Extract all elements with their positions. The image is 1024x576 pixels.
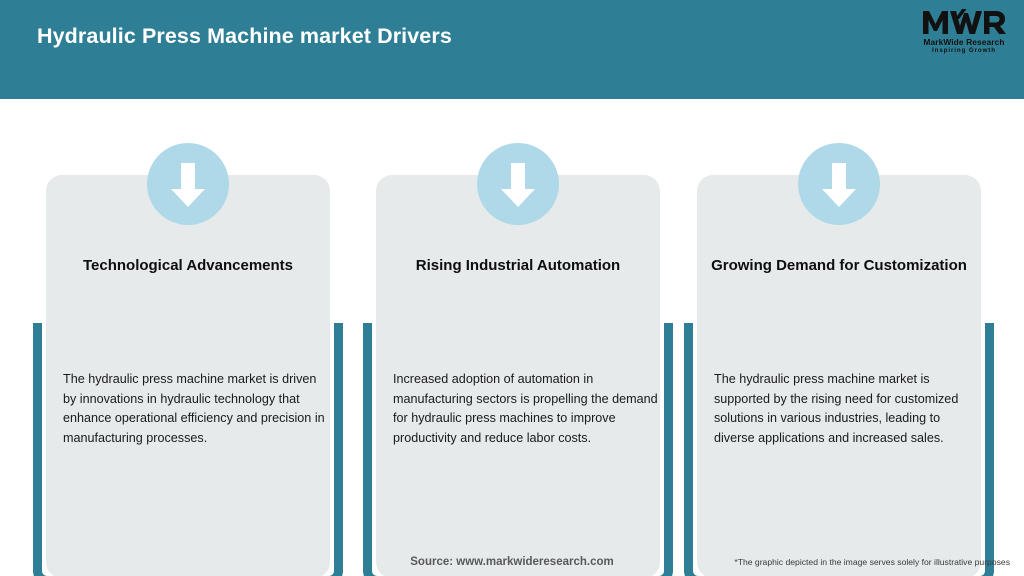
header-band: Hydraulic Press Machine market Drivers M… bbox=[0, 0, 1024, 99]
logo-company-name: MarkWide Research bbox=[923, 37, 1005, 47]
cards-area: Technological Advancements The hydraulic… bbox=[0, 99, 1024, 576]
arrow-down-icon bbox=[147, 143, 229, 225]
driver-card[interactable]: Technological Advancements The hydraulic… bbox=[33, 143, 343, 576]
card-panel bbox=[46, 175, 330, 576]
arrow-down-icon bbox=[477, 143, 559, 225]
card-accent-frame bbox=[33, 323, 343, 576]
card-panel bbox=[376, 175, 660, 576]
arrow-down-icon bbox=[798, 143, 880, 225]
card-body: The hydraulic press machine market is dr… bbox=[63, 372, 325, 445]
card-title: Growing Demand for Customization bbox=[711, 257, 967, 274]
card-accent-frame bbox=[684, 323, 994, 576]
brand-logo: MarkWide Research Inspiring Growth bbox=[916, 8, 1012, 60]
disclaimer-label: *The graphic depicted in the image serve… bbox=[734, 557, 1010, 567]
arrow-down-glyph bbox=[822, 163, 856, 207]
arrow-down-glyph bbox=[501, 163, 535, 207]
driver-card[interactable]: Rising Industrial Automation Increased a… bbox=[363, 143, 673, 576]
source-label: Source: www.markwideresearch.com bbox=[410, 556, 614, 568]
card-body: Increased adoption of automation in manu… bbox=[393, 372, 658, 445]
card-panel bbox=[697, 175, 981, 576]
page-title: Hydraulic Press Machine market Drivers bbox=[37, 24, 452, 48]
card-accent-frame bbox=[363, 323, 673, 576]
mwr-logo-icon bbox=[923, 9, 1006, 34]
card-title: Rising Industrial Automation bbox=[415, 257, 621, 274]
logo-tagline: Inspiring Growth bbox=[932, 47, 996, 54]
arrow-down-glyph bbox=[171, 163, 205, 207]
driver-card[interactable]: Growing Demand for Customization The hyd… bbox=[684, 143, 994, 576]
card-body: The hydraulic press machine market is su… bbox=[714, 372, 959, 445]
card-title: Technological Advancements bbox=[82, 257, 294, 274]
